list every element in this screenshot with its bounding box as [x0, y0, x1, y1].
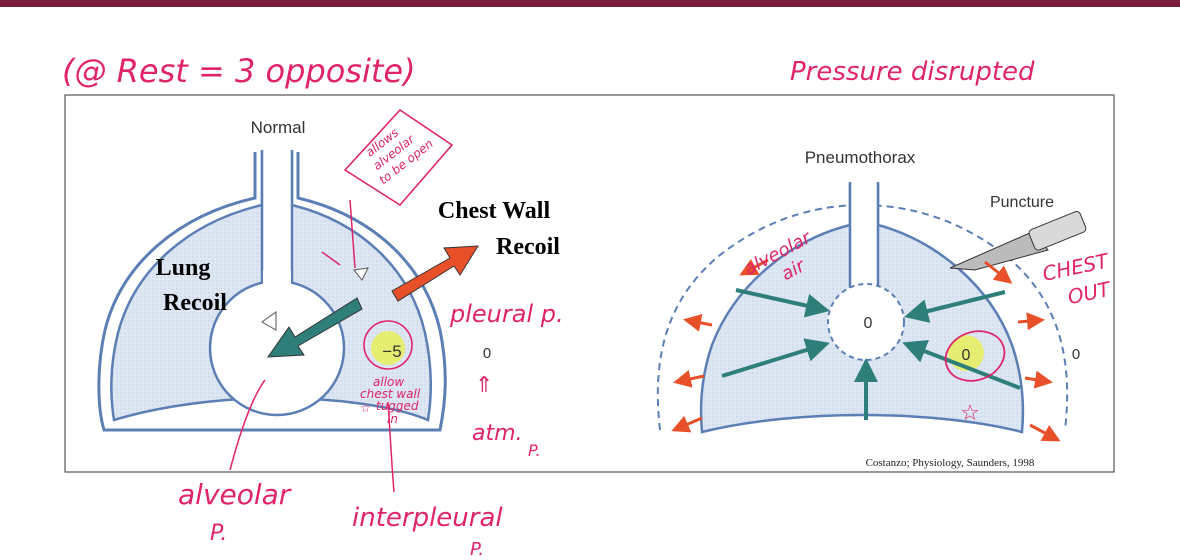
normal-panel: Normal −5 0 Chest Wall Recoil Lung Recoi… [97, 118, 560, 432]
ink-alveolar-p-line-2: P. [210, 521, 227, 546]
small-triangle-right [353, 267, 369, 281]
top-accent-bar [0, 0, 1180, 7]
lung-recoil-label-2: Recoil [163, 290, 227, 316]
puncture-label: Puncture [990, 194, 1054, 211]
pneumothorax-intrapleural-value: 0 [962, 347, 971, 364]
lung-recoil-arrow [267, 297, 363, 358]
ink-allow-line-1: allow [373, 375, 404, 389]
pneumothorax-alveolar-value: 0 [864, 315, 873, 332]
ink-atm-line-1: atm. [472, 421, 523, 446]
ink-atm-line-2: P. [528, 441, 541, 460]
ink-interpleural-line-2: P. [470, 539, 484, 560]
normal-intrapleural-value: −5 [382, 342, 401, 361]
pneumothorax-trachea [850, 182, 878, 302]
small-triangle-left [261, 311, 277, 331]
ink-allow-line-3: tugged [376, 399, 419, 413]
chest-out-arrows [671, 258, 1061, 442]
pneumothorax-atmospheric-value: 0 [1072, 346, 1080, 363]
ink-alveolar-pointer [229, 379, 266, 471]
chest-wall-recoil-arrow [391, 245, 479, 302]
chest-wall-recoil-label-1: Chest Wall [438, 198, 551, 224]
lung-recoil-label-1: Lung [156, 255, 211, 281]
needle-hub [1028, 211, 1087, 251]
ink-interpleural-line-1: interpleural [352, 503, 503, 533]
ink-pressure-disrupted: Pressure disrupted [790, 57, 1035, 87]
normal-trachea [262, 148, 292, 293]
pneumothorax-panel: Pneumothorax Puncture 0 0 0 [656, 148, 1087, 469]
needle-shaft [949, 231, 1049, 271]
pneumothorax-title: Pneumothorax [805, 148, 916, 167]
ink-bubble-pointer [349, 199, 356, 269]
intrapleural-ink-circle [363, 320, 413, 370]
normal-title: Normal [251, 118, 306, 137]
ink-bubble-outline [343, 108, 454, 207]
normal-atmospheric-value: 0 [483, 345, 491, 362]
pneumothorax-ink-scribble [944, 330, 1006, 382]
lung-collapse-arrows [721, 288, 1021, 420]
ink-pleural-p: pleural p. [449, 300, 564, 328]
normal-chest-wall [97, 152, 447, 432]
ink-allow-star: ☆ [360, 401, 371, 415]
intrapleural-highlight [371, 331, 405, 365]
ink-star: ☆ [960, 401, 980, 426]
ink-allow-line-4: in [387, 412, 398, 426]
ink-atm-arrow: ⇑ [475, 373, 493, 398]
source-credit: Costanzo; Physiology, Saunders, 1998 [866, 457, 1035, 469]
ink-alveolar-p-line-1: alveolar [178, 478, 292, 511]
chest-wall-recoil-label-2: Recoil [496, 234, 560, 260]
collapsed-alveolus [827, 283, 905, 361]
ink-allow-line-2: chest wall [360, 387, 421, 401]
ink-interpleural-pointer [387, 401, 395, 493]
handwritten-annotations: (@ Rest = 3 opposite) Pressure disrupted… [62, 52, 1114, 560]
expanded-chest-wall [656, 203, 1069, 431]
ink-rest-opposite: (@ Rest = 3 opposite) [62, 52, 416, 90]
